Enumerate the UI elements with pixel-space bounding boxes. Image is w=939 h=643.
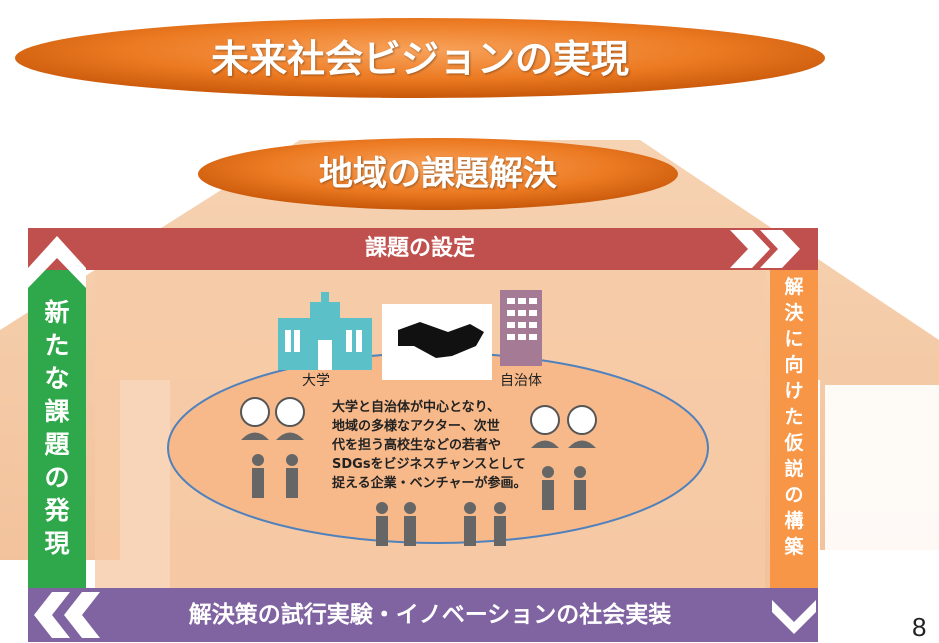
left-char: な <box>44 364 70 393</box>
right-char: 向 <box>784 354 804 376</box>
page-number: 8 <box>912 612 927 642</box>
municipality-label: 自治体 <box>500 373 542 389</box>
left-band-shape <box>28 270 86 588</box>
right-char: た <box>784 406 804 428</box>
left-char: た <box>44 331 70 360</box>
right-char: に <box>784 328 804 350</box>
right-char: 解 <box>784 276 804 298</box>
university-building-icon <box>278 292 372 370</box>
house-window-right <box>825 385 939 555</box>
top-band-label: 課題の設定 <box>364 236 475 261</box>
right-char: 説 <box>784 458 804 480</box>
right-char: の <box>784 484 804 506</box>
right-char: 構 <box>784 510 804 532</box>
top-band-chevron-2 <box>760 230 800 268</box>
right-char: 決 <box>784 302 804 324</box>
university-label: 大学 <box>302 373 330 389</box>
top-band-chevron-1 <box>730 230 770 268</box>
description-line: SDGsをビジネスチャンスとして <box>332 457 526 472</box>
bottom-band-label: 解決策の試行実験・イノベーションの社会実装 <box>188 602 672 628</box>
left-char: 発 <box>44 496 70 525</box>
students-icon <box>240 397 305 440</box>
description-line: 代を担う高校生などの若者や <box>332 438 502 453</box>
vision-title: 未来社会ビジョンの実現 <box>210 37 629 81</box>
description-line: 地域の多様なアクター、次世 <box>332 419 500 434</box>
right-char: 仮 <box>784 432 804 454</box>
left-char: 課 <box>44 397 70 426</box>
bottom-band-chevron-1 <box>34 592 70 638</box>
municipality-building-icon <box>500 290 542 366</box>
left-char: 題 <box>44 430 70 459</box>
vision-pill-shape <box>15 18 825 98</box>
bottom-band-shape <box>28 588 818 642</box>
left-char: の <box>44 463 70 492</box>
right-band-shape <box>770 270 818 588</box>
left-char: 新 <box>44 298 70 327</box>
left-char: 現 <box>44 529 70 558</box>
right-char: け <box>784 380 804 402</box>
description-line: 捉える企業・ベンチャーが参画。 <box>332 476 527 491</box>
left-band-chevron <box>28 236 86 288</box>
top-band-shape <box>28 228 818 270</box>
right-char: 築 <box>784 536 804 558</box>
solution-pill-shape <box>198 138 678 210</box>
solution-title: 地域の課題解決 <box>319 154 557 194</box>
bottom-band-chevron-2 <box>64 592 100 638</box>
right-column-text: 解 決 に 向 け た 仮 説 の 構 築 <box>776 278 812 557</box>
description-line: 大学と自治体が中心となり、 <box>332 400 501 415</box>
bottom-right-chevron <box>772 600 816 634</box>
students-icon <box>530 405 597 448</box>
left-column-text: 新 た な 課 題 の 発 現 <box>40 300 74 556</box>
people-icon <box>252 454 586 546</box>
description-text: 大学と自治体が中心となり、 地域の多様なアクター、次世 代を担う高校生などの若者… <box>332 398 532 493</box>
handshake-icon <box>398 322 484 358</box>
